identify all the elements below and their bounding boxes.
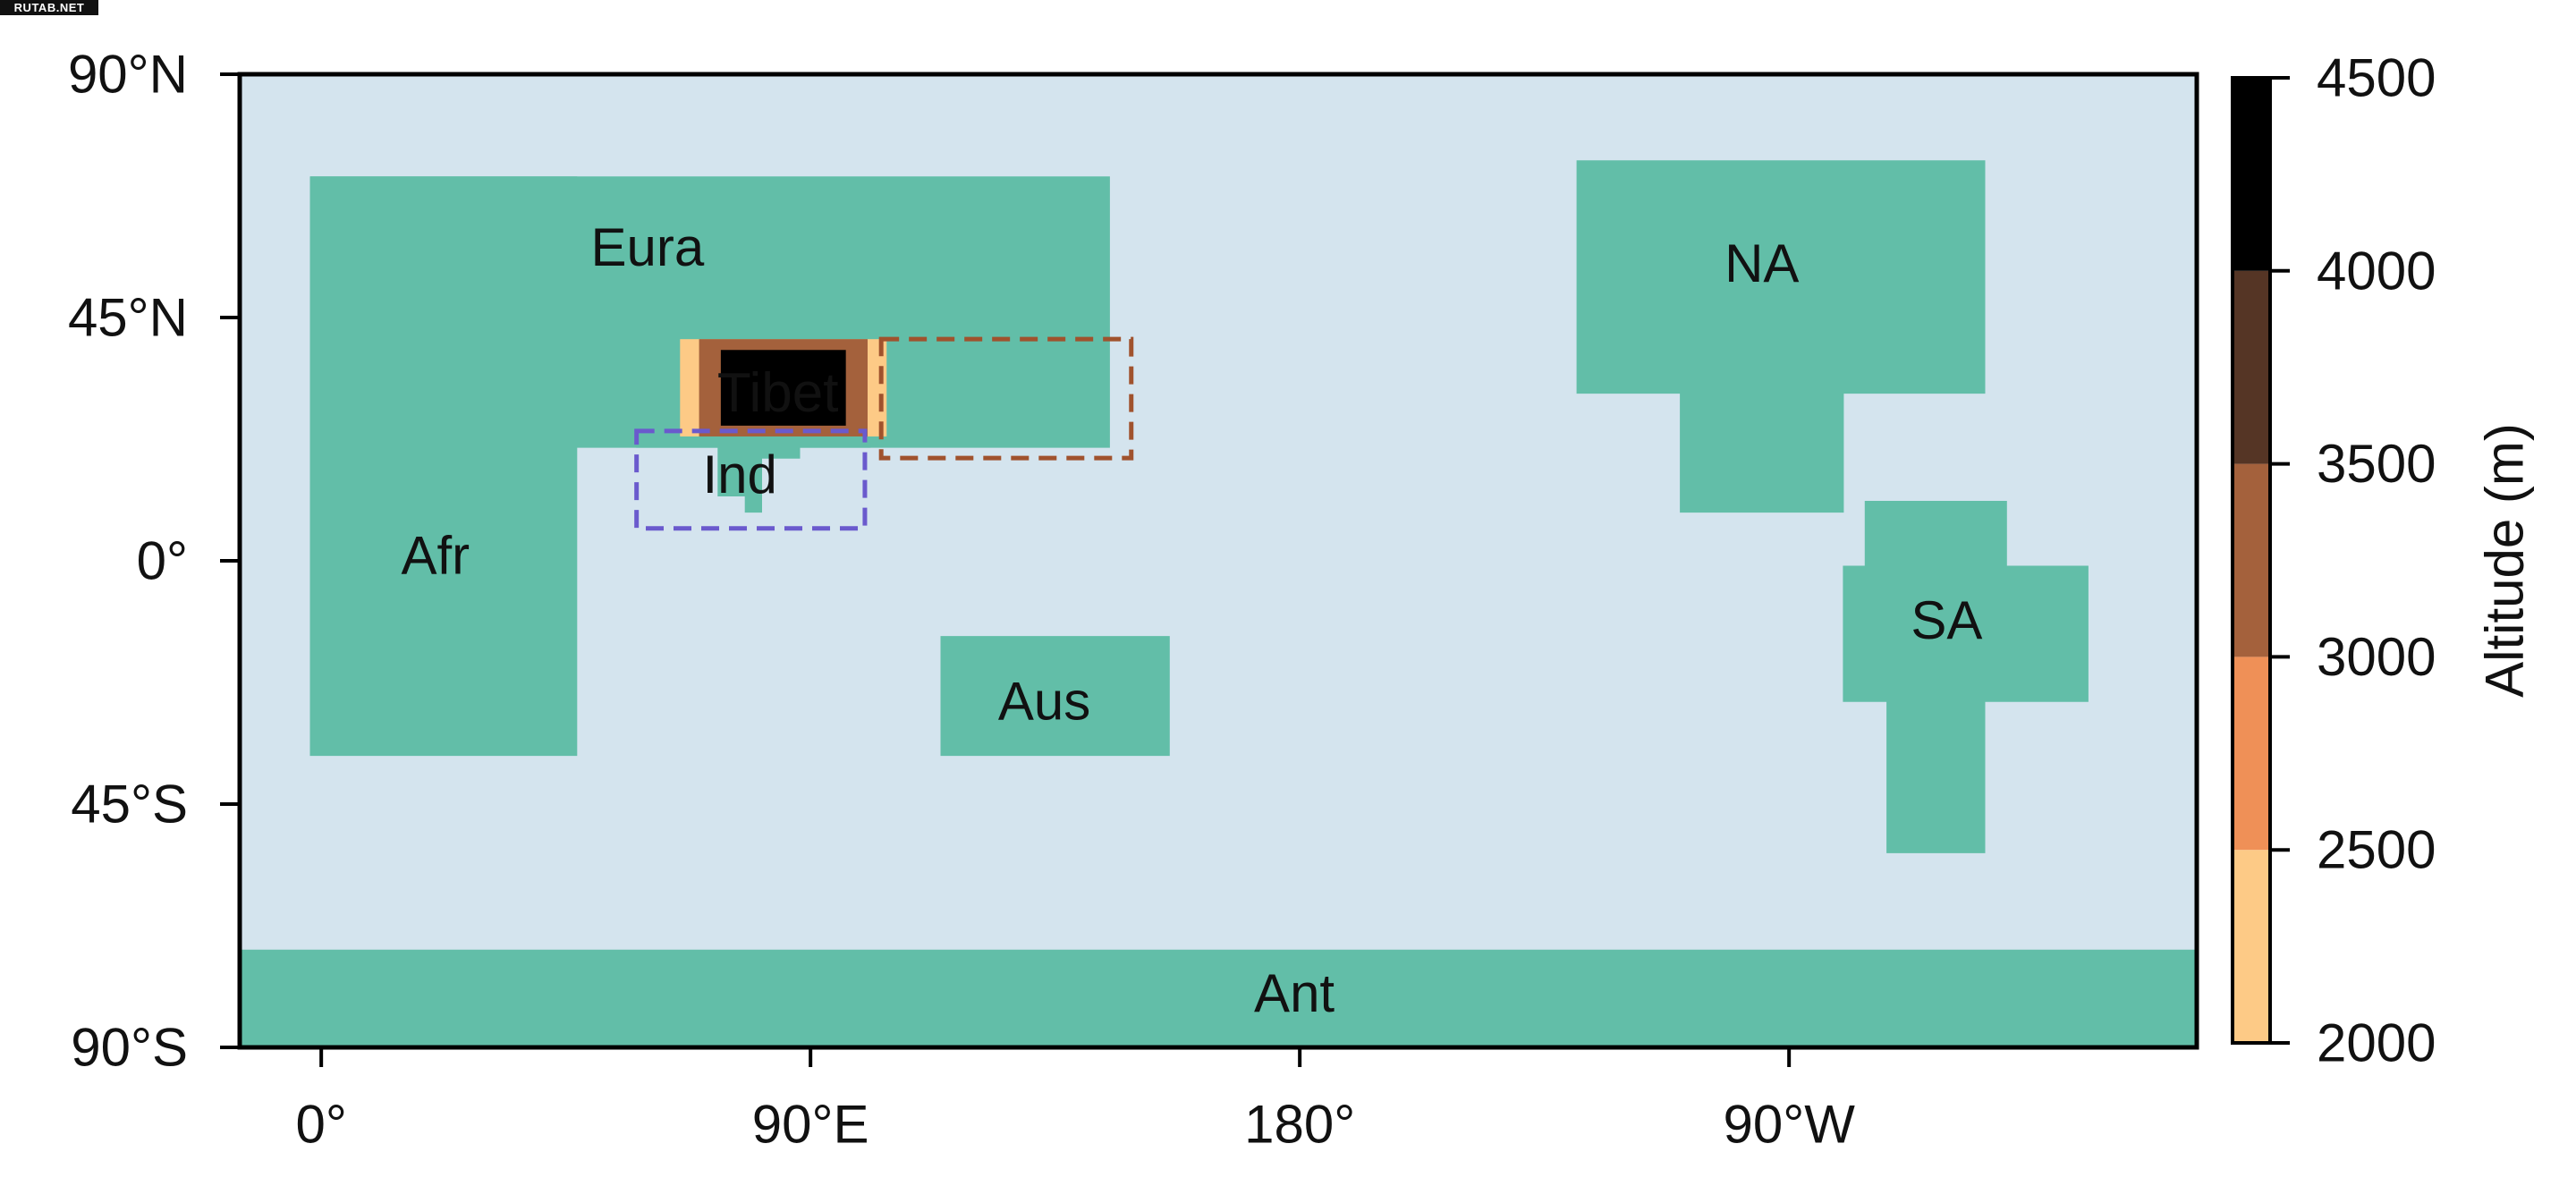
colorbar-bin-2000-2500 [2233, 850, 2270, 1043]
label-ant: Ant [1254, 963, 1335, 1023]
y-tick-label-90-n: 90°N [68, 45, 188, 105]
dashed-box-east-asia-region [878, 336, 1134, 461]
continent-na [1576, 160, 1986, 513]
x-tick-label-90-w: 90°W [1723, 1095, 1855, 1155]
y-tick-label-45-s: 45°S [71, 775, 188, 834]
plateau-layer-4000-4500 [720, 350, 846, 426]
colorbar-bin-4000-4500 [2233, 78, 2270, 271]
continent-ant [239, 949, 2198, 1048]
colorbar-bin-3000-3500 [2233, 463, 2270, 657]
x-tick-label-0: 0° [295, 1095, 346, 1155]
dashed-regions-layer [634, 336, 1134, 531]
x-tick-label-180: 180° [1244, 1095, 1355, 1155]
continent-aus [940, 636, 1170, 757]
continent-sa [1843, 501, 2089, 853]
continents-layer [239, 160, 2198, 1048]
dashed-box-india-region [634, 428, 868, 531]
map-axes: 0° 90°E 180° 90°W 90°N 45°N 0° 45°S 90°S [68, 45, 1855, 1155]
colorbar-bin-2500-3000 [2233, 657, 2270, 851]
tibet-plateau-layer [680, 339, 887, 436]
colorbar-tick-label-3500: 3500 [2317, 434, 2436, 494]
label-eura: Eura [590, 217, 704, 277]
colorbar-title: Altitude (m) [2475, 423, 2535, 698]
label-aus: Aus [998, 672, 1090, 732]
colorbar-tick-label-2500: 2500 [2317, 820, 2436, 880]
continent-afr [309, 176, 578, 757]
label-tibet: Tibet [717, 362, 839, 424]
colorbar-tick-label-3000: 3000 [2317, 627, 2436, 687]
continent-ind [636, 436, 871, 513]
watermark-label: RUTAB.NET [0, 0, 98, 15]
x-tick-label-90-e: 90°E [752, 1095, 869, 1155]
label-sa: SA [1911, 590, 1982, 650]
colorbar-tick-label-4000: 4000 [2317, 241, 2436, 301]
colorbar-bin-3500-4000 [2233, 270, 2270, 464]
y-tick-label-45-n: 45°N [68, 288, 188, 348]
y-tick-label-90-s: 90°S [71, 1018, 188, 1078]
label-afr: Afr [401, 525, 470, 585]
colorbar-tick-label-2000: 2000 [2317, 1013, 2436, 1073]
label-ind: Ind [702, 445, 776, 504]
colorbar-frame [2231, 76, 2272, 1045]
y-tick-label-0: 0° [137, 531, 188, 591]
colorbar-tick-label-4500: 4500 [2317, 48, 2436, 108]
label-na: NA [1724, 233, 1799, 293]
